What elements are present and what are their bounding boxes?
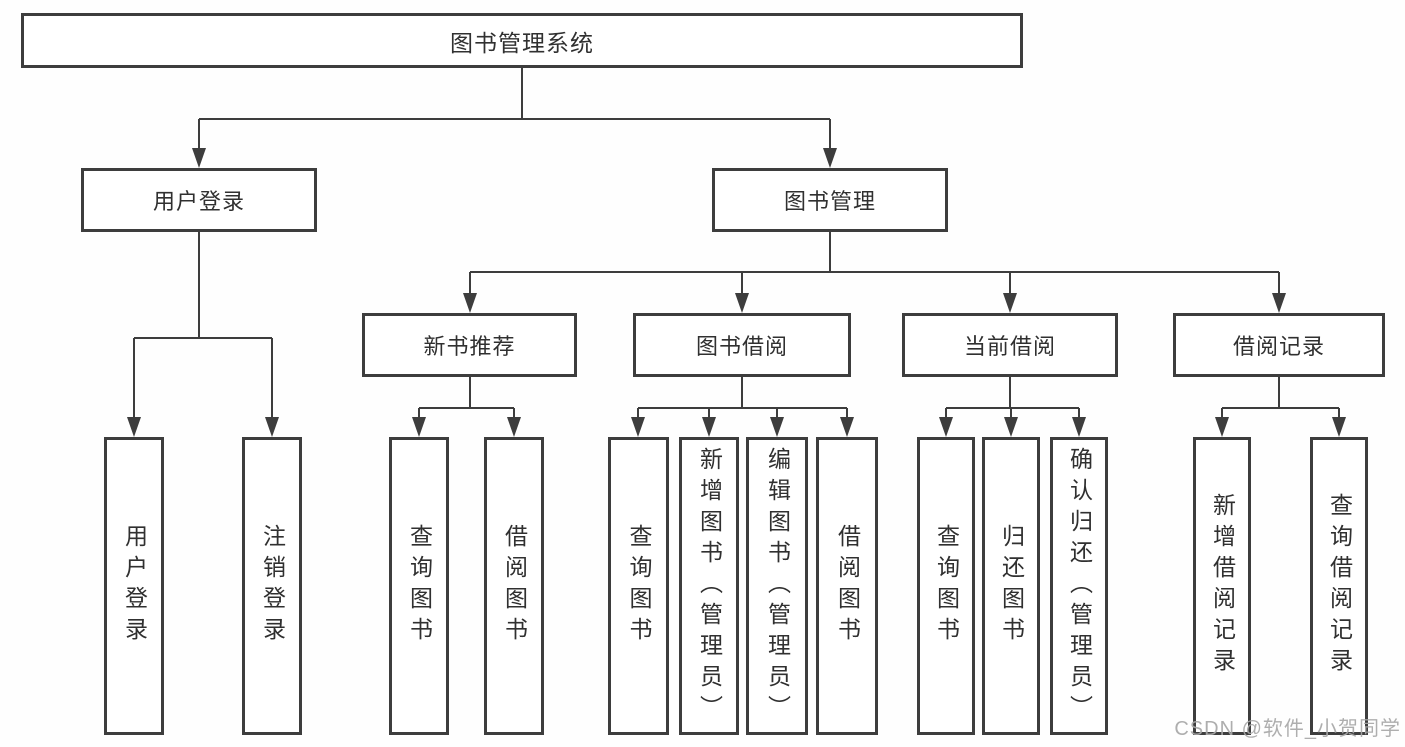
csdn-watermark: CSDN @软件_小贺同学 xyxy=(1174,718,1401,740)
leaf-return-books-label: 归还图书 xyxy=(998,524,1025,648)
leaf-return-books: 归还图书 xyxy=(982,437,1040,735)
connector-line xyxy=(469,232,1280,294)
connector-line xyxy=(945,377,1080,418)
arrowhead-down-icon xyxy=(1072,417,1086,437)
node-book-borrowing: 图书借阅 xyxy=(633,313,851,377)
leaf-edit-books-admin-label: 编辑图书（管理员） xyxy=(764,446,791,726)
leaf-user-login-label: 用户登录 xyxy=(121,524,148,648)
node-book-management-label: 图书管理 xyxy=(783,189,876,214)
node-current-borrowing: 当前借阅 xyxy=(902,313,1118,377)
leaf-logout-login-label: 注销登录 xyxy=(259,524,286,648)
leaf-query-books-borrowing-label: 查询图书 xyxy=(626,524,652,648)
arrowhead-down-icon xyxy=(1004,417,1018,437)
arrowhead-down-icon xyxy=(412,417,426,437)
leaf-borrow-books-borrowing: 借阅图书 xyxy=(816,437,878,735)
node-root: 图书管理系统 xyxy=(21,13,1023,68)
connector-line xyxy=(637,377,848,418)
arrowhead-down-icon xyxy=(265,417,279,437)
arrowhead-down-icon xyxy=(939,417,953,437)
leaf-add-borrow-record-label: 新增借阅记录 xyxy=(1209,493,1236,679)
arrowhead-down-icon xyxy=(127,417,141,437)
node-root-label: 图书管理系统 xyxy=(450,29,594,56)
node-borrowing-records: 借阅记录 xyxy=(1173,313,1385,377)
node-new-book-recommendation: 新书推荐 xyxy=(362,313,577,377)
arrowhead-down-icon xyxy=(1272,293,1286,313)
arrowhead-down-icon xyxy=(463,293,477,313)
leaf-borrow-books-recommend-label: 借阅图书 xyxy=(501,524,528,648)
leaf-query-books-recommend: 查询图书 xyxy=(389,437,449,735)
node-book-management: 图书管理 xyxy=(712,168,948,232)
leaf-query-books-current-label: 查询图书 xyxy=(933,524,960,648)
leaf-add-borrow-record: 新增借阅记录 xyxy=(1193,437,1251,735)
leaf-confirm-return-admin: 确认归还（管理员） xyxy=(1050,437,1108,735)
connector-line xyxy=(418,377,515,418)
arrowhead-down-icon xyxy=(1332,417,1346,437)
leaf-query-borrow-record: 查询借阅记录 xyxy=(1310,437,1368,735)
node-current-borrowing-label: 当前借阅 xyxy=(963,334,1056,359)
node-new-book-recommendation-label: 新书推荐 xyxy=(423,334,516,359)
node-user-login-label: 用户登录 xyxy=(152,189,245,214)
arrowhead-down-icon xyxy=(1003,293,1017,313)
arrowhead-down-icon xyxy=(735,293,749,313)
leaf-edit-books-admin: 编辑图书（管理员） xyxy=(746,437,808,735)
leaf-add-books-admin-label: 新增图书（管理员） xyxy=(696,446,723,726)
leaf-add-books-admin: 新增图书（管理员） xyxy=(679,437,739,735)
arrowhead-down-icon xyxy=(507,417,521,437)
arrowhead-down-icon xyxy=(770,417,784,437)
connector-line xyxy=(1221,377,1340,418)
node-book-borrowing-label: 图书借阅 xyxy=(695,334,788,359)
leaf-logout-login: 注销登录 xyxy=(242,437,302,735)
leaf-query-books-current: 查询图书 xyxy=(917,437,975,735)
arrowhead-down-icon xyxy=(1215,417,1229,437)
arrowhead-down-icon xyxy=(840,417,854,437)
arrowhead-down-icon xyxy=(702,417,716,437)
leaf-query-books-recommend-label: 查询图书 xyxy=(406,524,433,648)
leaf-borrow-books-recommend: 借阅图书 xyxy=(484,437,544,735)
arrowhead-down-icon xyxy=(192,148,206,168)
leaf-confirm-return-admin-label: 确认归还（管理员） xyxy=(1066,446,1093,726)
leaf-user-login: 用户登录 xyxy=(104,437,164,735)
connector-line xyxy=(133,232,273,418)
leaf-borrow-books-borrowing-label: 借阅图书 xyxy=(834,524,861,648)
node-borrowing-records-label: 借阅记录 xyxy=(1232,334,1325,359)
node-user-login: 用户登录 xyxy=(81,168,317,232)
arrowhead-down-icon xyxy=(631,417,645,437)
leaf-query-borrow-record-label: 查询借阅记录 xyxy=(1326,493,1353,679)
arrowhead-down-icon xyxy=(823,148,837,168)
leaf-query-books-borrowing: 查询图书 xyxy=(608,437,669,735)
connector-line xyxy=(198,68,831,149)
